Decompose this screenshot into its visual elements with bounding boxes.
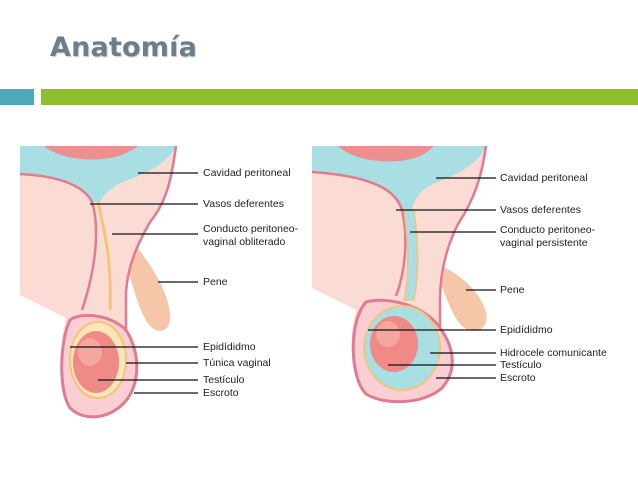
left-label-escroto: Escroto [203,387,239,399]
right-label-pene: Pene [500,284,525,296]
right-figure [312,146,492,408]
accent-bar-green [41,89,638,105]
accent-bar-teal [0,89,34,105]
left-label-conducto-line2: vaginal obliterado [203,236,286,248]
right-label-epididimo: Epidídidmo [500,324,553,336]
right-label-testiculo: Testículo [500,359,542,371]
right-leaders [368,177,496,379]
right-label-conducto-line2: vaginal persistente [500,237,588,249]
left-label-cavidad-peritoneal: Cavidad peritoneal [203,167,291,179]
left-label-conducto-line1: Conducto peritoneo- [203,223,299,235]
left-organ [44,146,138,160]
right-label-escroto: Escroto [500,372,536,384]
left-peritoneum [20,146,176,202]
right-peritoneum [312,146,486,210]
right-label-hidrocele-comunicante: Hidrocele comunicante [500,347,607,359]
left-label-vasos-deferentes: Vasos deferentes [203,198,284,210]
left-label-epididimo: Epidídidmo [203,341,256,353]
right-label-conducto-line1: Conducto peritoneo- [500,224,596,236]
right-label-cavidad-peritoneal: Cavidad peritoneal [500,172,588,184]
slide-title: Anatomía [50,32,198,63]
left-label-tunica-vaginal: Túnica vaginal [203,357,271,369]
left-label-testiculo: Testículo [203,374,245,386]
right-penis [440,266,487,331]
left-skin [20,146,176,417]
left-duct [96,201,112,311]
left-leaders [70,172,198,394]
left-label-pene: Pene [203,276,228,288]
left-penis [128,246,171,331]
left-figure [20,146,190,426]
right-label-vasos-deferentes: Vasos deferentes [500,204,581,216]
right-organ [338,146,434,162]
